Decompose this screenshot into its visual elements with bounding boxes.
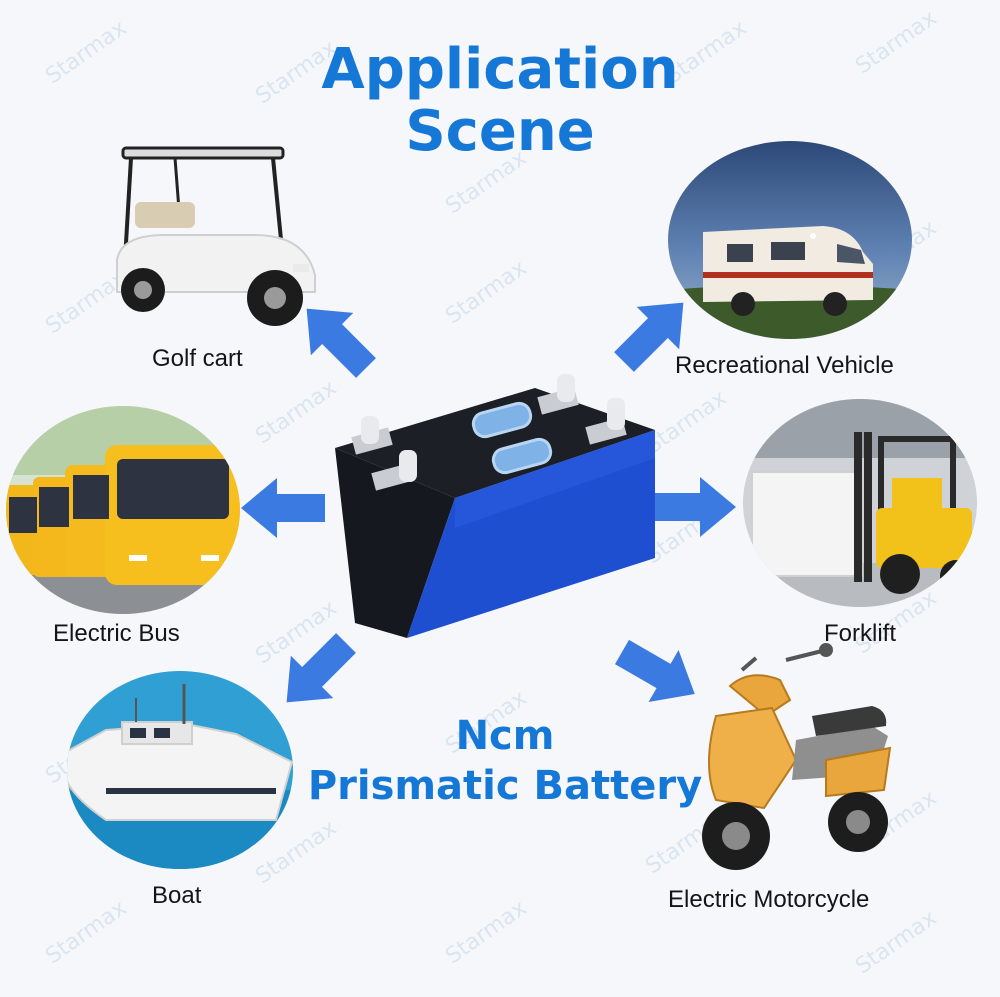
rv-icon (703, 226, 873, 316)
boat-icon (67, 684, 293, 821)
bus-scene (6, 406, 240, 614)
title-line-2: Scene (405, 99, 595, 164)
bus-icon (6, 445, 240, 585)
product-line-2: Prismatic Battery (307, 763, 703, 809)
scene-label-forklift: Forklift (824, 620, 896, 647)
page-title: Application Scene (0, 42, 1000, 160)
motorcycle-icon (702, 643, 892, 870)
product-title: Ncm Prismatic Battery (285, 716, 725, 806)
rv-scene (668, 141, 912, 339)
product-line-1: Ncm (455, 713, 555, 759)
forklift-icon (751, 432, 972, 594)
scene-label-electric-bus: Electric Bus (53, 620, 180, 647)
boat-scene (67, 671, 293, 869)
title-line-1: Application (321, 37, 679, 102)
forklift-scene (743, 399, 977, 607)
golf-cart-icon (116, 146, 316, 326)
scene-label-recreational-vehicle: Recreational Vehicle (675, 352, 894, 379)
prismatic-battery-icon (335, 374, 655, 638)
arrow-to-bus (241, 478, 325, 538)
scene-label-electric-motorcycle: Electric Motorcycle (668, 886, 870, 913)
scene-label-golf-cart: Golf cart (152, 345, 243, 372)
scene-label-boat: Boat (152, 882, 202, 909)
